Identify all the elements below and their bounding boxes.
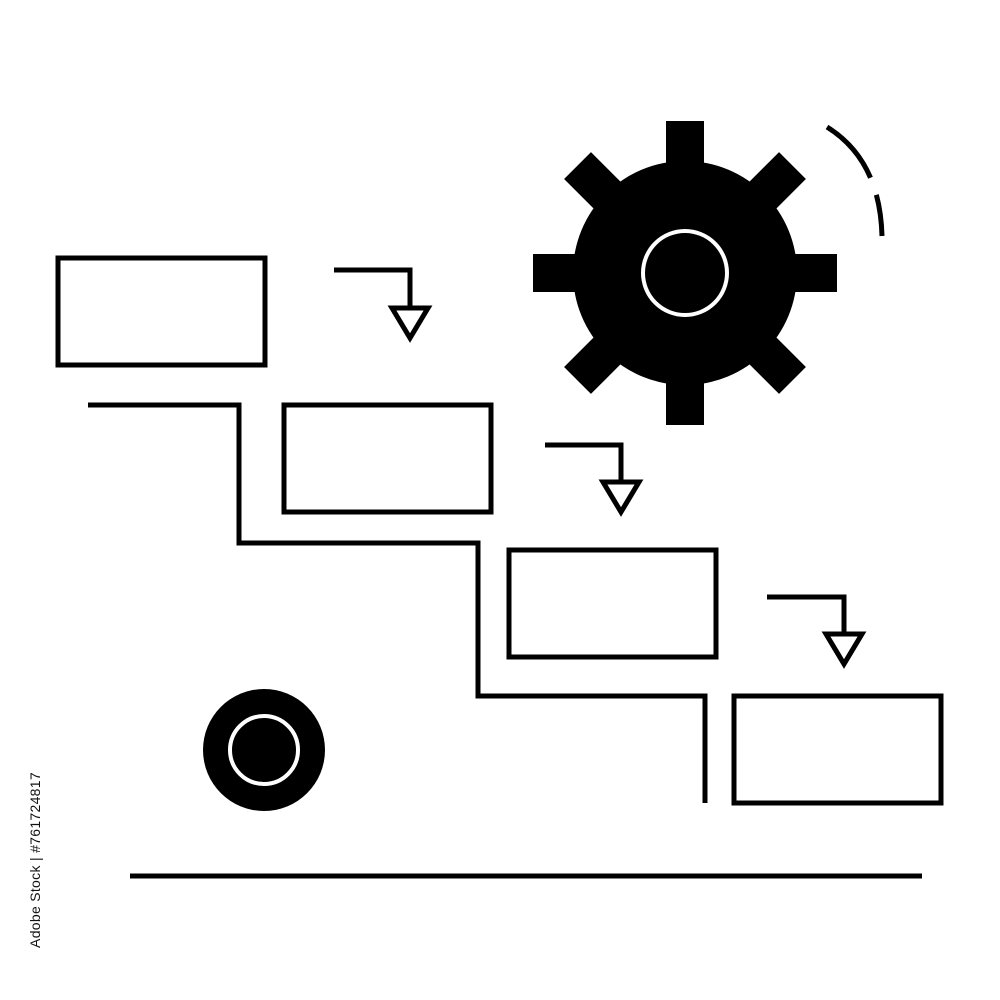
flow-arrow-1 (334, 267, 433, 343)
staircase-line (88, 402, 708, 803)
process-step-box-4 (731, 693, 944, 806)
gear-hub-ring (641, 229, 729, 317)
flow-arrow-3 (767, 594, 867, 669)
flow-arrow-2 (545, 442, 644, 517)
process-step-box-1 (55, 255, 268, 368)
record-icon (203, 689, 325, 811)
stock-watermark: Adobe Stock | #761724817 (24, 770, 46, 950)
process-step-box-2 (281, 402, 494, 515)
gear-icon (533, 121, 837, 425)
watermark-text: Adobe Stock | #761724817 (27, 772, 43, 948)
process-step-box-3 (506, 547, 719, 660)
rotation-arc-icon (825, 124, 885, 237)
